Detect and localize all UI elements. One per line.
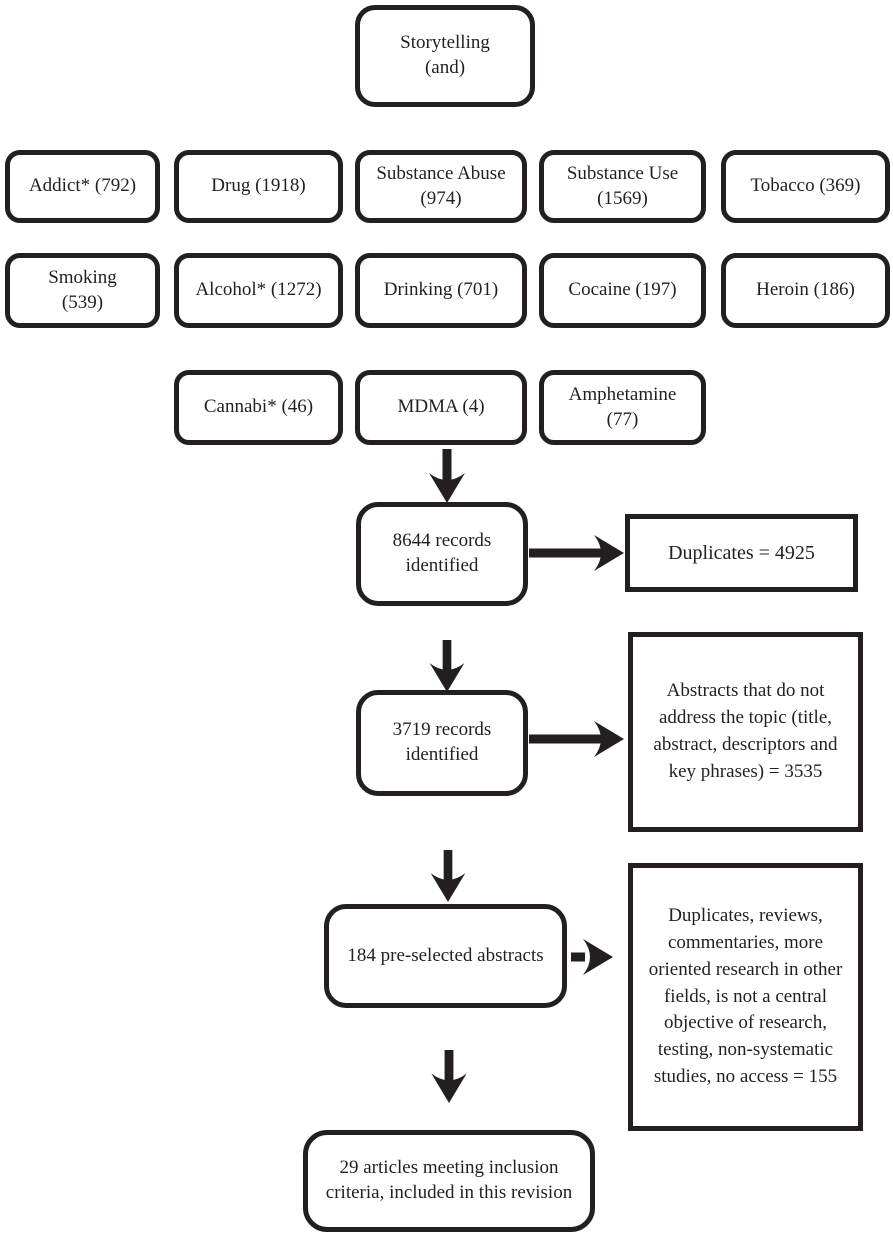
records-identified-box: 8644 records identified (356, 502, 528, 606)
term-box-alcohol: Alcohol* (1272) (174, 253, 343, 328)
preselected-abstracts-box: 184 pre-selected abstracts (324, 904, 567, 1008)
term-box-cannabi: Cannabi* (46) (174, 370, 343, 445)
flow-arrow-right-screening (571, 939, 613, 975)
term-box-cocaine: Cocaine (197) (539, 253, 706, 328)
term-box-heroin: Heroin (186) (721, 253, 890, 328)
flow-arrow-down-4 (431, 1050, 467, 1103)
term-box-smoking: Smoking (539) (5, 253, 160, 328)
flow-arrow-down-3 (430, 850, 466, 902)
flow-arrow-right-duplicates (529, 535, 624, 571)
term-box-amphetamine: Amphetamine (77) (539, 370, 706, 445)
term-box-drinking: Drinking (701) (355, 253, 527, 328)
flow-arrow-down-2 (429, 640, 465, 692)
screening-excluded-box: Duplicates, reviews, commentaries, more … (628, 863, 863, 1131)
abstracts-excluded-box: Abstracts that do not address the topic … (628, 632, 863, 832)
included-articles-box: 29 articles meeting inclusion criteria, … (303, 1130, 595, 1232)
term-box-substance-use: Substance Use (1569) (539, 150, 706, 223)
flow-arrow-down-1 (429, 449, 465, 503)
flow-arrow-right-abstracts (529, 721, 624, 757)
term-box-addict: Addict* (792) (5, 150, 160, 223)
duplicates-excluded-box: Duplicates = 4925 (625, 514, 858, 592)
term-box-substance-abuse: Substance Abuse (974) (355, 150, 527, 223)
records-screened-box: 3719 records identified (356, 690, 528, 796)
term-box-storytelling: Storytelling (and) (355, 5, 535, 107)
term-box-mdma: MDMA (4) (355, 370, 527, 445)
term-box-tobacco: Tobacco (369) (721, 150, 890, 223)
term-box-drug: Drug (1918) (174, 150, 343, 223)
